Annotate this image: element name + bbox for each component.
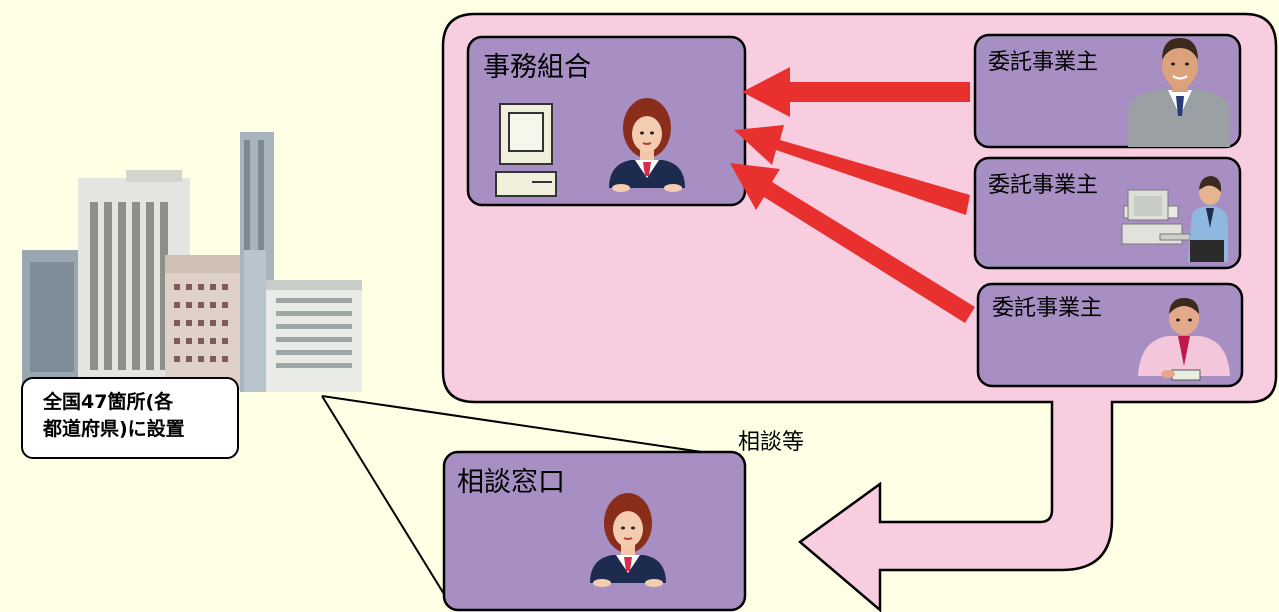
consultation-box (442, 450, 747, 612)
consultation-flow-label: 相談等 (738, 430, 805, 455)
employer-title-3: 委託事業主 (992, 296, 1103, 321)
consultation-title: 相談窓口 (457, 467, 565, 498)
location-caption-box: 全国47箇所(各 都道府県)に設置 (21, 377, 239, 459)
desk-writer-icon (1138, 298, 1230, 381)
computer-icon (495, 103, 557, 197)
location-caption-line2: 都道府県)に設置 (43, 418, 185, 440)
inquiry-arrows (730, 67, 975, 323)
red-arrow-1 (742, 67, 970, 117)
association-title: 事務組合 (483, 52, 591, 83)
computer-worker-icon (1121, 176, 1228, 262)
location-caption-line1: 全国47箇所(各 (43, 391, 174, 413)
red-arrow-2 (734, 125, 970, 215)
businessman-icon (1128, 38, 1230, 147)
employer-title-1: 委託事業主 (988, 50, 1099, 75)
red-arrow-3 (730, 163, 975, 323)
employer-title-2: 委託事業主 (988, 173, 1099, 198)
callout-line-top (321, 395, 703, 453)
callout-line-bottom (321, 395, 445, 595)
buildings-icon (22, 132, 362, 392)
